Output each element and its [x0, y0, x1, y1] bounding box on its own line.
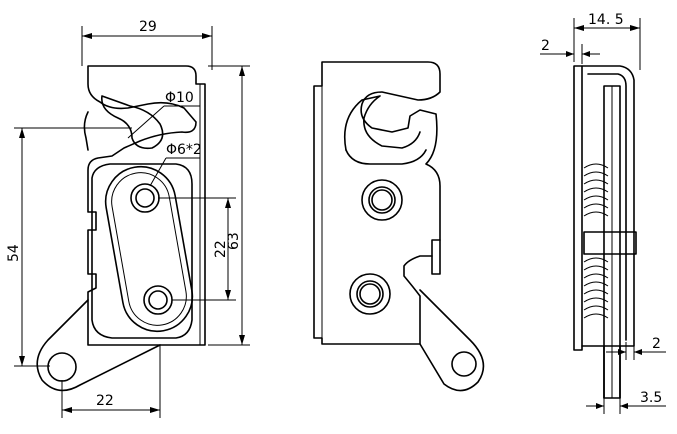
dim-side-top-gap: 2	[541, 38, 550, 54]
side-dimensions: 14. 5 2 2 3.5	[540, 12, 666, 414]
side-view	[573, 65, 637, 399]
front-dimensions: 29 Φ10 Φ6*2 54 22 63	[6, 19, 250, 418]
front-view	[36, 65, 206, 392]
dim-left-height: 54	[6, 244, 22, 262]
spring-coils	[583, 163, 609, 319]
dim-side-depth: 14. 5	[588, 12, 624, 28]
rear-view	[313, 61, 485, 392]
dim-bottom-offset: 22	[96, 393, 114, 409]
dim-side-bottom: 3.5	[640, 390, 662, 406]
dim-top-width: 29	[139, 19, 157, 35]
dim-hole-large: Φ10	[165, 90, 194, 106]
dim-overall-height: 63	[226, 232, 242, 250]
dim-holes-small: Φ6*2	[166, 142, 202, 158]
dim-side-right-gap: 2	[652, 336, 661, 352]
dim-hole-spacing: 22	[213, 240, 229, 258]
